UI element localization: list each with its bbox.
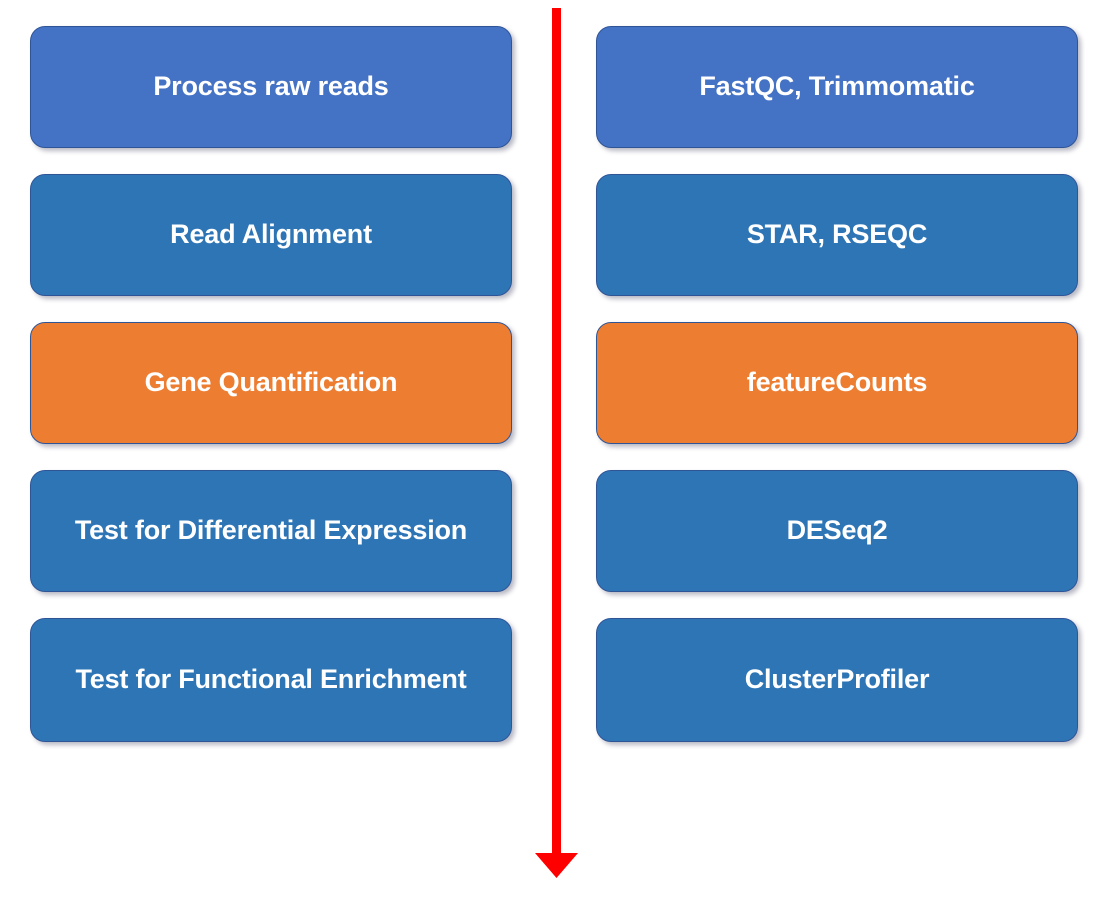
step-box-label: Read Alignment <box>170 219 372 250</box>
tool-box-featurecounts[interactable]: featureCounts <box>596 322 1078 444</box>
step-box-read-alignment[interactable]: Read Alignment <box>30 174 512 296</box>
step-box-label: Test for Functional Enrichment <box>75 664 467 695</box>
step-box-gene-quantification[interactable]: Gene Quantification <box>30 322 512 444</box>
step-box-label: Gene Quantification <box>144 367 398 398</box>
tool-box-label: ClusterProfiler <box>744 664 930 695</box>
step-box-test-for-functional-enrichment[interactable]: Test for Functional Enrichment <box>30 618 512 742</box>
tool-box-star-rseqc[interactable]: STAR, RSEQC <box>596 174 1078 296</box>
step-box-process-raw-reads[interactable]: Process raw reads <box>30 26 512 148</box>
step-box-test-for-differential-expression[interactable]: Test for Differential Expression <box>30 470 512 592</box>
tool-box-deseq2[interactable]: DESeq2 <box>596 470 1078 592</box>
tool-box-clusterprofiler[interactable]: ClusterProfiler <box>596 618 1078 742</box>
tool-box-fastqc-trimmomatic[interactable]: FastQC, Trimmomatic <box>596 26 1078 148</box>
step-box-label: Process raw reads <box>153 71 389 102</box>
tool-box-label: DESeq2 <box>786 515 888 546</box>
down-arrow-icon <box>535 8 578 878</box>
tool-box-label: FastQC, Trimmomatic <box>699 71 975 102</box>
tool-box-label: featureCounts <box>746 367 928 398</box>
tool-box-label: STAR, RSEQC <box>746 219 928 250</box>
step-box-label: Test for Differential Expression <box>74 515 468 546</box>
